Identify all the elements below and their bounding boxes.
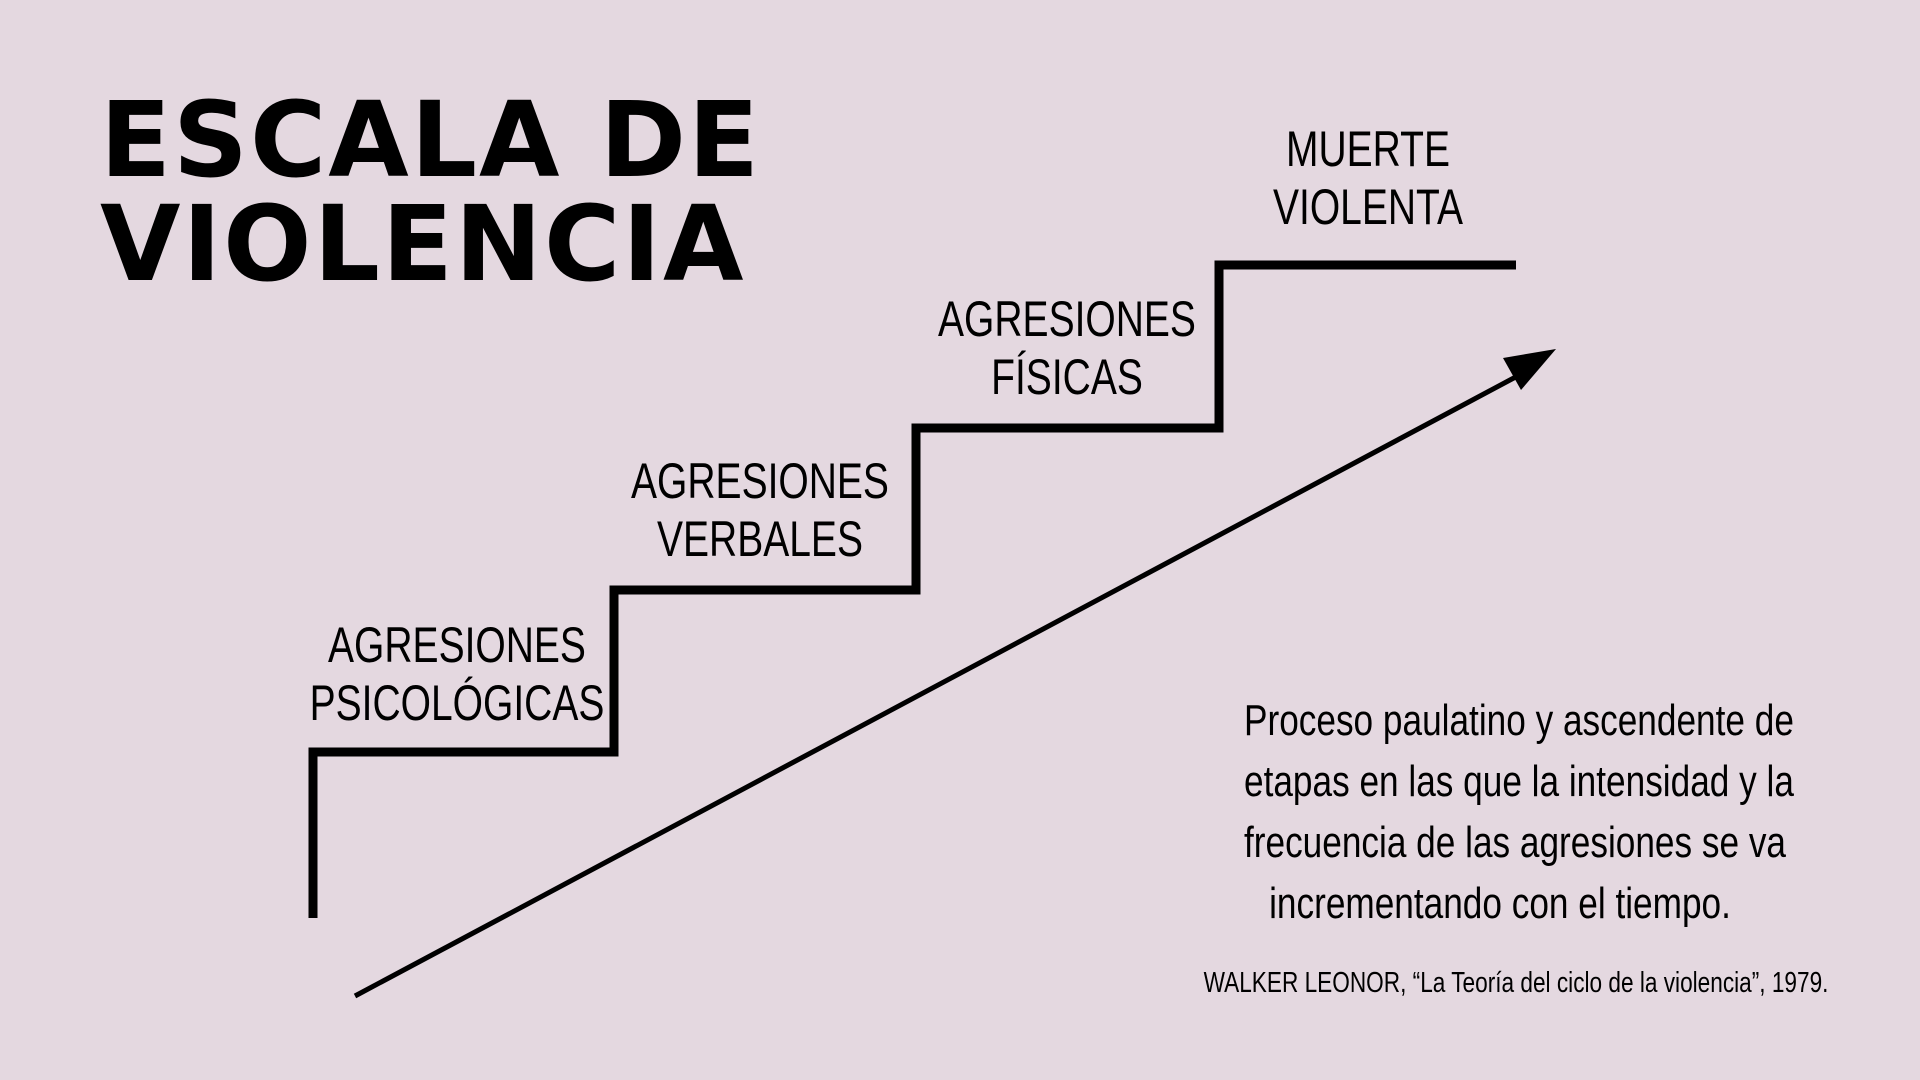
page-title-line-1: ESCALA DE xyxy=(100,79,762,201)
step-label-line: AGRESIONES xyxy=(328,617,586,673)
step-label-psychological: AGRESIONES PSICOLÓGICAS xyxy=(301,616,613,732)
step-label-line: VERBALES xyxy=(657,511,863,567)
step-label-physical: AGRESIONES FÍSICAS xyxy=(911,290,1223,406)
step-label-line: FÍSICAS xyxy=(991,349,1143,405)
staircase-line xyxy=(308,260,1516,918)
citation-text: WALKER LEONOR, “La Teoría del ciclo de l… xyxy=(1203,967,1829,999)
escalation-arrow-head xyxy=(1503,349,1556,390)
step-label-line: VIOLENTA xyxy=(1272,179,1464,235)
escalation-arrow-line xyxy=(353,369,1527,999)
step-label-line: AGRESIONES xyxy=(938,291,1196,347)
step-label-line: PSICOLÓGICAS xyxy=(309,675,605,731)
page-title: ESCALA DE VIOLENCIA xyxy=(100,88,761,296)
page-title-line-2: VIOLENCIA xyxy=(100,183,746,305)
step-label-verbal: AGRESIONES VERBALES xyxy=(604,452,916,568)
description-text: Proceso paulatino y ascendente de etapas… xyxy=(1244,690,1794,934)
description-line: frecuencia de las agresiones se va xyxy=(1244,818,1787,867)
description-line: incrementando con el tiempo. xyxy=(1269,879,1731,928)
description-line: etapas en las que la intensidad y la xyxy=(1244,757,1794,806)
step-label-line: AGRESIONES xyxy=(631,453,889,509)
step-label-line: MUERTE xyxy=(1286,121,1450,177)
step-label-violent-death: MUERTE VIOLENTA xyxy=(1212,120,1524,236)
description-line: Proceso paulatino y ascendente de xyxy=(1244,696,1794,745)
